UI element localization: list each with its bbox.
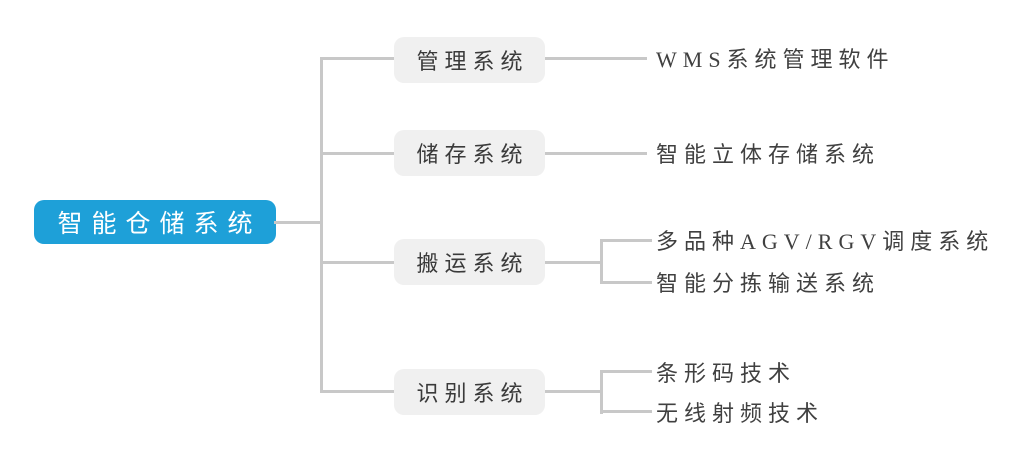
- leaf-connector-2-1: [600, 281, 652, 284]
- fork-bracket-3: [600, 370, 603, 414]
- leaf-label-rfid: 无线射频技术: [656, 401, 825, 426]
- branch-node-management: 管理系统: [394, 37, 545, 83]
- leaf-connector-3-1: [600, 410, 652, 413]
- leaf-connector-1-0: [545, 152, 647, 155]
- branch-node-label: 储存系统: [416, 142, 529, 167]
- leaf-connector-3-0: [600, 370, 652, 373]
- fork-stub-2: [545, 261, 602, 264]
- leaf-label-sorting: 智能分拣输送系统: [656, 271, 881, 296]
- leaf-connector-0-0: [545, 57, 647, 60]
- branch-connector-0: [320, 57, 395, 60]
- branch-node-handling: 搬运系统: [394, 239, 545, 285]
- branch-node-label: 识别系统: [416, 381, 529, 406]
- branch-connector-2: [320, 261, 395, 264]
- root-node-label: 智能仓储系统: [57, 211, 262, 238]
- root-node: 智能仓储系统: [34, 200, 276, 244]
- leaf-label-barcode: 条形码技术: [656, 361, 797, 386]
- branch-connector-3: [320, 390, 395, 393]
- branch-node-label: 搬运系统: [416, 251, 529, 276]
- fork-bracket-2: [600, 239, 603, 284]
- branch-node-label: 管理系统: [416, 49, 529, 74]
- branch-node-identification: 识别系统: [394, 369, 545, 415]
- leaf-connector-2-0: [600, 239, 652, 242]
- branch-connector-1: [320, 152, 395, 155]
- leaf-label-agv-rgv: 多品种AGV/RGV调度系统: [656, 229, 995, 254]
- leaf-label-stereo-storage: 智能立体存储系统: [656, 142, 881, 167]
- branch-node-storage: 储存系统: [394, 130, 545, 176]
- trunk-line: [320, 57, 323, 393]
- root-connector-line: [274, 221, 321, 224]
- leaf-label-wms: WMS系统管理软件: [656, 47, 895, 72]
- fork-stub-3: [545, 390, 602, 393]
